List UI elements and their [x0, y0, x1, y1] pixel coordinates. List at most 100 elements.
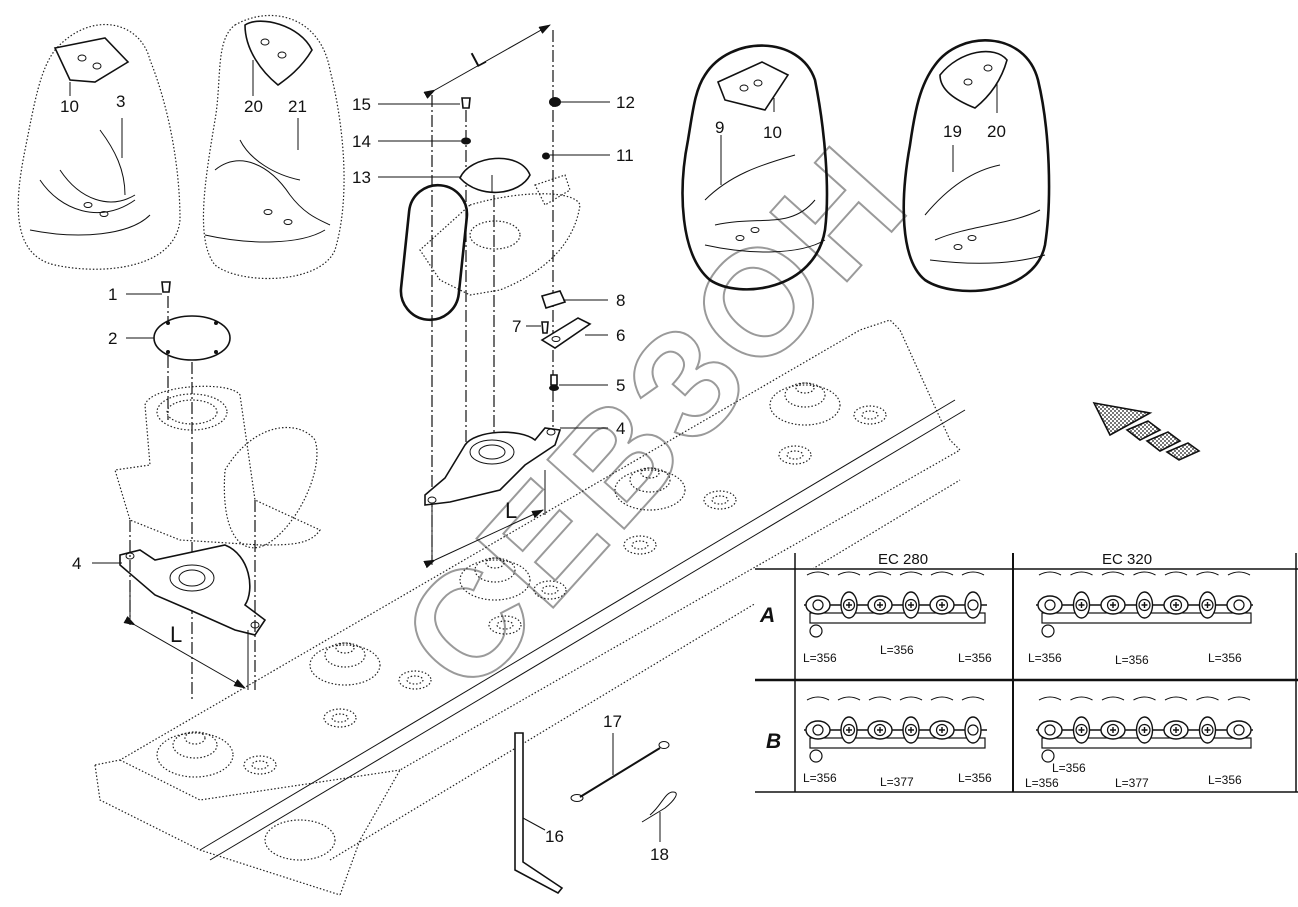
rotation-arc	[961, 696, 985, 701]
screw-icon	[541, 321, 549, 334]
cover-plate	[153, 315, 231, 361]
callout-18: 18	[650, 845, 669, 864]
callout-2: 2	[108, 329, 117, 348]
rotation-arc	[1038, 571, 1062, 576]
rotation-arc	[837, 571, 861, 576]
length-label: L=356	[880, 643, 914, 657]
callout-10a: 10	[60, 97, 79, 116]
length-label: L=356	[803, 651, 837, 665]
rotation-arc	[1070, 696, 1093, 701]
nut-icon	[542, 152, 550, 160]
disc-hub	[769, 382, 841, 426]
callout-10b: 10	[763, 123, 782, 142]
length-label: L=356	[958, 651, 992, 665]
callout-16: 16	[545, 827, 564, 846]
length-label: L=377	[880, 775, 914, 789]
callout-8: 8	[616, 291, 625, 310]
detail-blade-alternate	[202, 14, 345, 280]
callout-labels: 1 2 3 4 4 5 6 7 8 9 10 10 11 12 13 14 15…	[60, 45, 1006, 864]
gear-ring	[243, 755, 277, 775]
rotation-arc	[1101, 696, 1125, 701]
detail-blade-standard	[17, 24, 181, 270]
hair-pin	[641, 791, 677, 842]
nut-icon	[549, 97, 561, 107]
callout-17: 17	[603, 712, 622, 731]
rotation-arc	[899, 696, 923, 701]
length-label: L=356	[958, 771, 992, 785]
spacer-plate	[540, 290, 567, 309]
row-label-a: A	[759, 604, 775, 627]
callout-11: 11	[616, 146, 634, 165]
rotation-arc	[961, 571, 985, 576]
bolt-icon	[461, 97, 471, 109]
mounting-plate	[119, 544, 267, 636]
cutterbar-schematic	[1036, 571, 1253, 638]
gear-ring	[703, 490, 737, 510]
rotation-arc	[1227, 571, 1251, 576]
dimension-line	[123, 616, 246, 689]
rotation-arc	[1196, 696, 1219, 701]
gearbox-assembly-left	[92, 281, 321, 700]
callout-14: 14	[352, 132, 371, 151]
callout-3: 3	[116, 92, 125, 111]
length-label: L=377	[1115, 776, 1149, 790]
safety-cable	[570, 733, 670, 802]
rotation-arc	[868, 696, 892, 701]
length-label: L=356	[1052, 761, 1086, 775]
access-hole	[264, 819, 336, 861]
washer-icon	[461, 137, 471, 145]
bolt-icon	[161, 281, 171, 293]
blade-holder-icon	[716, 61, 790, 111]
rotation-arc	[930, 696, 954, 701]
cutterbar-schematic	[804, 696, 987, 763]
callout-6: 6	[616, 326, 625, 345]
length-label: L=356	[1208, 651, 1242, 665]
gear-ring	[488, 615, 522, 635]
dimension-line	[423, 509, 544, 569]
gear-ring	[323, 708, 357, 728]
detail-outline-dotted	[223, 426, 318, 549]
callout-13: 13	[352, 168, 371, 187]
gear-ring	[533, 580, 567, 600]
cutter-bar	[94, 319, 966, 896]
length-label: L=356	[1025, 776, 1059, 790]
rotation-arc	[1227, 696, 1251, 701]
rotation-arc	[806, 571, 830, 576]
rotation-arc	[930, 571, 954, 576]
rotation-arc	[1196, 571, 1219, 576]
cutterbar-schematic	[1036, 696, 1253, 763]
disc-hub	[614, 467, 686, 511]
rotation-arc	[806, 696, 830, 701]
blade-holder-icon	[53, 37, 130, 83]
rotation-arc	[1070, 571, 1093, 576]
rotation-arc	[868, 571, 892, 576]
mounting-plate	[424, 427, 562, 506]
callout-1: 1	[108, 285, 117, 304]
dimension-label-top: L	[467, 45, 490, 73]
callout-21: 21	[288, 97, 307, 116]
disc	[1226, 595, 1252, 615]
travel-direction-arrow	[1092, 401, 1201, 461]
detail-blade-heavy-alternate	[902, 39, 1051, 293]
length-label: L=356	[1115, 653, 1149, 667]
dimension-line	[423, 24, 551, 99]
disc	[964, 716, 982, 744]
column-header-ec320: EC 320	[1102, 551, 1152, 568]
length-label: L=356	[803, 771, 837, 785]
rotation-arc	[1101, 571, 1125, 576]
disc	[805, 720, 831, 740]
disc-hub	[309, 642, 381, 686]
cutterbar-schematics	[804, 571, 1253, 763]
rotation-arc	[1133, 571, 1156, 576]
row-label-b: B	[766, 730, 781, 753]
protective-cone	[459, 157, 531, 194]
cutterbar-schematic	[804, 571, 987, 638]
callout-19: 19	[943, 122, 962, 141]
gear-ring	[398, 670, 432, 690]
rotation-arc	[1164, 571, 1188, 576]
rotation-arc	[837, 696, 861, 701]
callout-20a: 20	[244, 97, 263, 116]
callout-9: 9	[715, 118, 724, 137]
rotation-arc	[899, 571, 923, 576]
bolt-icon	[550, 374, 558, 386]
